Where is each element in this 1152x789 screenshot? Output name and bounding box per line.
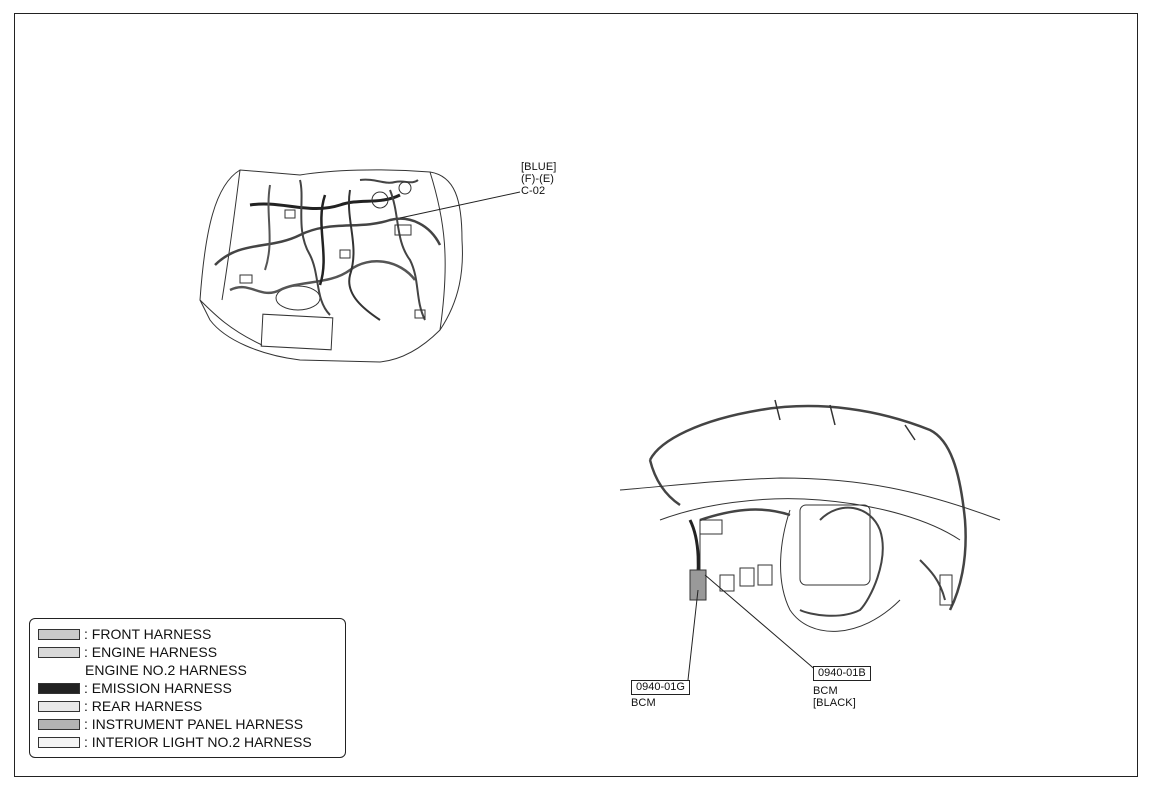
legend-label: : FRONT HARNESS (84, 626, 212, 642)
diagram-frame (14, 13, 1138, 777)
engine-callout-line1: [BLUE] (521, 161, 557, 173)
front-harness-swatch (38, 628, 80, 640)
legend-item-front: : FRONT HARNESS (38, 626, 211, 642)
legend-label: : ENGINE HARNESS (84, 644, 218, 660)
engine-callout-connector: C-02 (521, 185, 546, 197)
legend-label: : INTERIOR LIGHT NO.2 HARNESS (84, 734, 312, 750)
harness-legend: : FRONT HARNESS : ENGINE HARNESS ENGINE … (29, 618, 346, 758)
engine-callout-line2: (F)-(E) (521, 173, 555, 185)
instrument-panel-harness-swatch (38, 718, 80, 730)
interior-light-harness-swatch (38, 736, 80, 748)
engine-harness-swatch (38, 646, 80, 658)
bcm-left-connector-code: 0940-01G (631, 680, 690, 695)
rear-harness-swatch (38, 700, 80, 712)
legend-label: : EMISSION HARNESS (84, 680, 232, 696)
legend-label: : REAR HARNESS (84, 698, 203, 714)
legend-item-interior-light: : INTERIOR LIGHT NO.2 HARNESS (38, 734, 312, 750)
legend-label: : INSTRUMENT PANEL HARNESS (84, 716, 304, 732)
emission-harness-swatch (38, 682, 80, 694)
instrument-panel-illustration (619, 399, 1001, 681)
bcm-right-color: [BLACK] (813, 697, 856, 709)
legend-item-emission: : EMISSION HARNESS (38, 680, 232, 696)
bcm-left-name: BCM (631, 697, 656, 709)
bcm-right-connector-code: 0940-01B (813, 666, 871, 681)
legend-item-engine-no2: ENGINE NO.2 HARNESS (85, 662, 247, 678)
legend-item-instrument-panel: : INSTRUMENT PANEL HARNESS (38, 716, 303, 732)
engine-bay-illustration (199, 169, 521, 363)
legend-item-engine: : ENGINE HARNESS (38, 644, 217, 660)
bcm-right-name: BCM (813, 685, 838, 697)
legend-item-rear: : REAR HARNESS (38, 698, 202, 714)
